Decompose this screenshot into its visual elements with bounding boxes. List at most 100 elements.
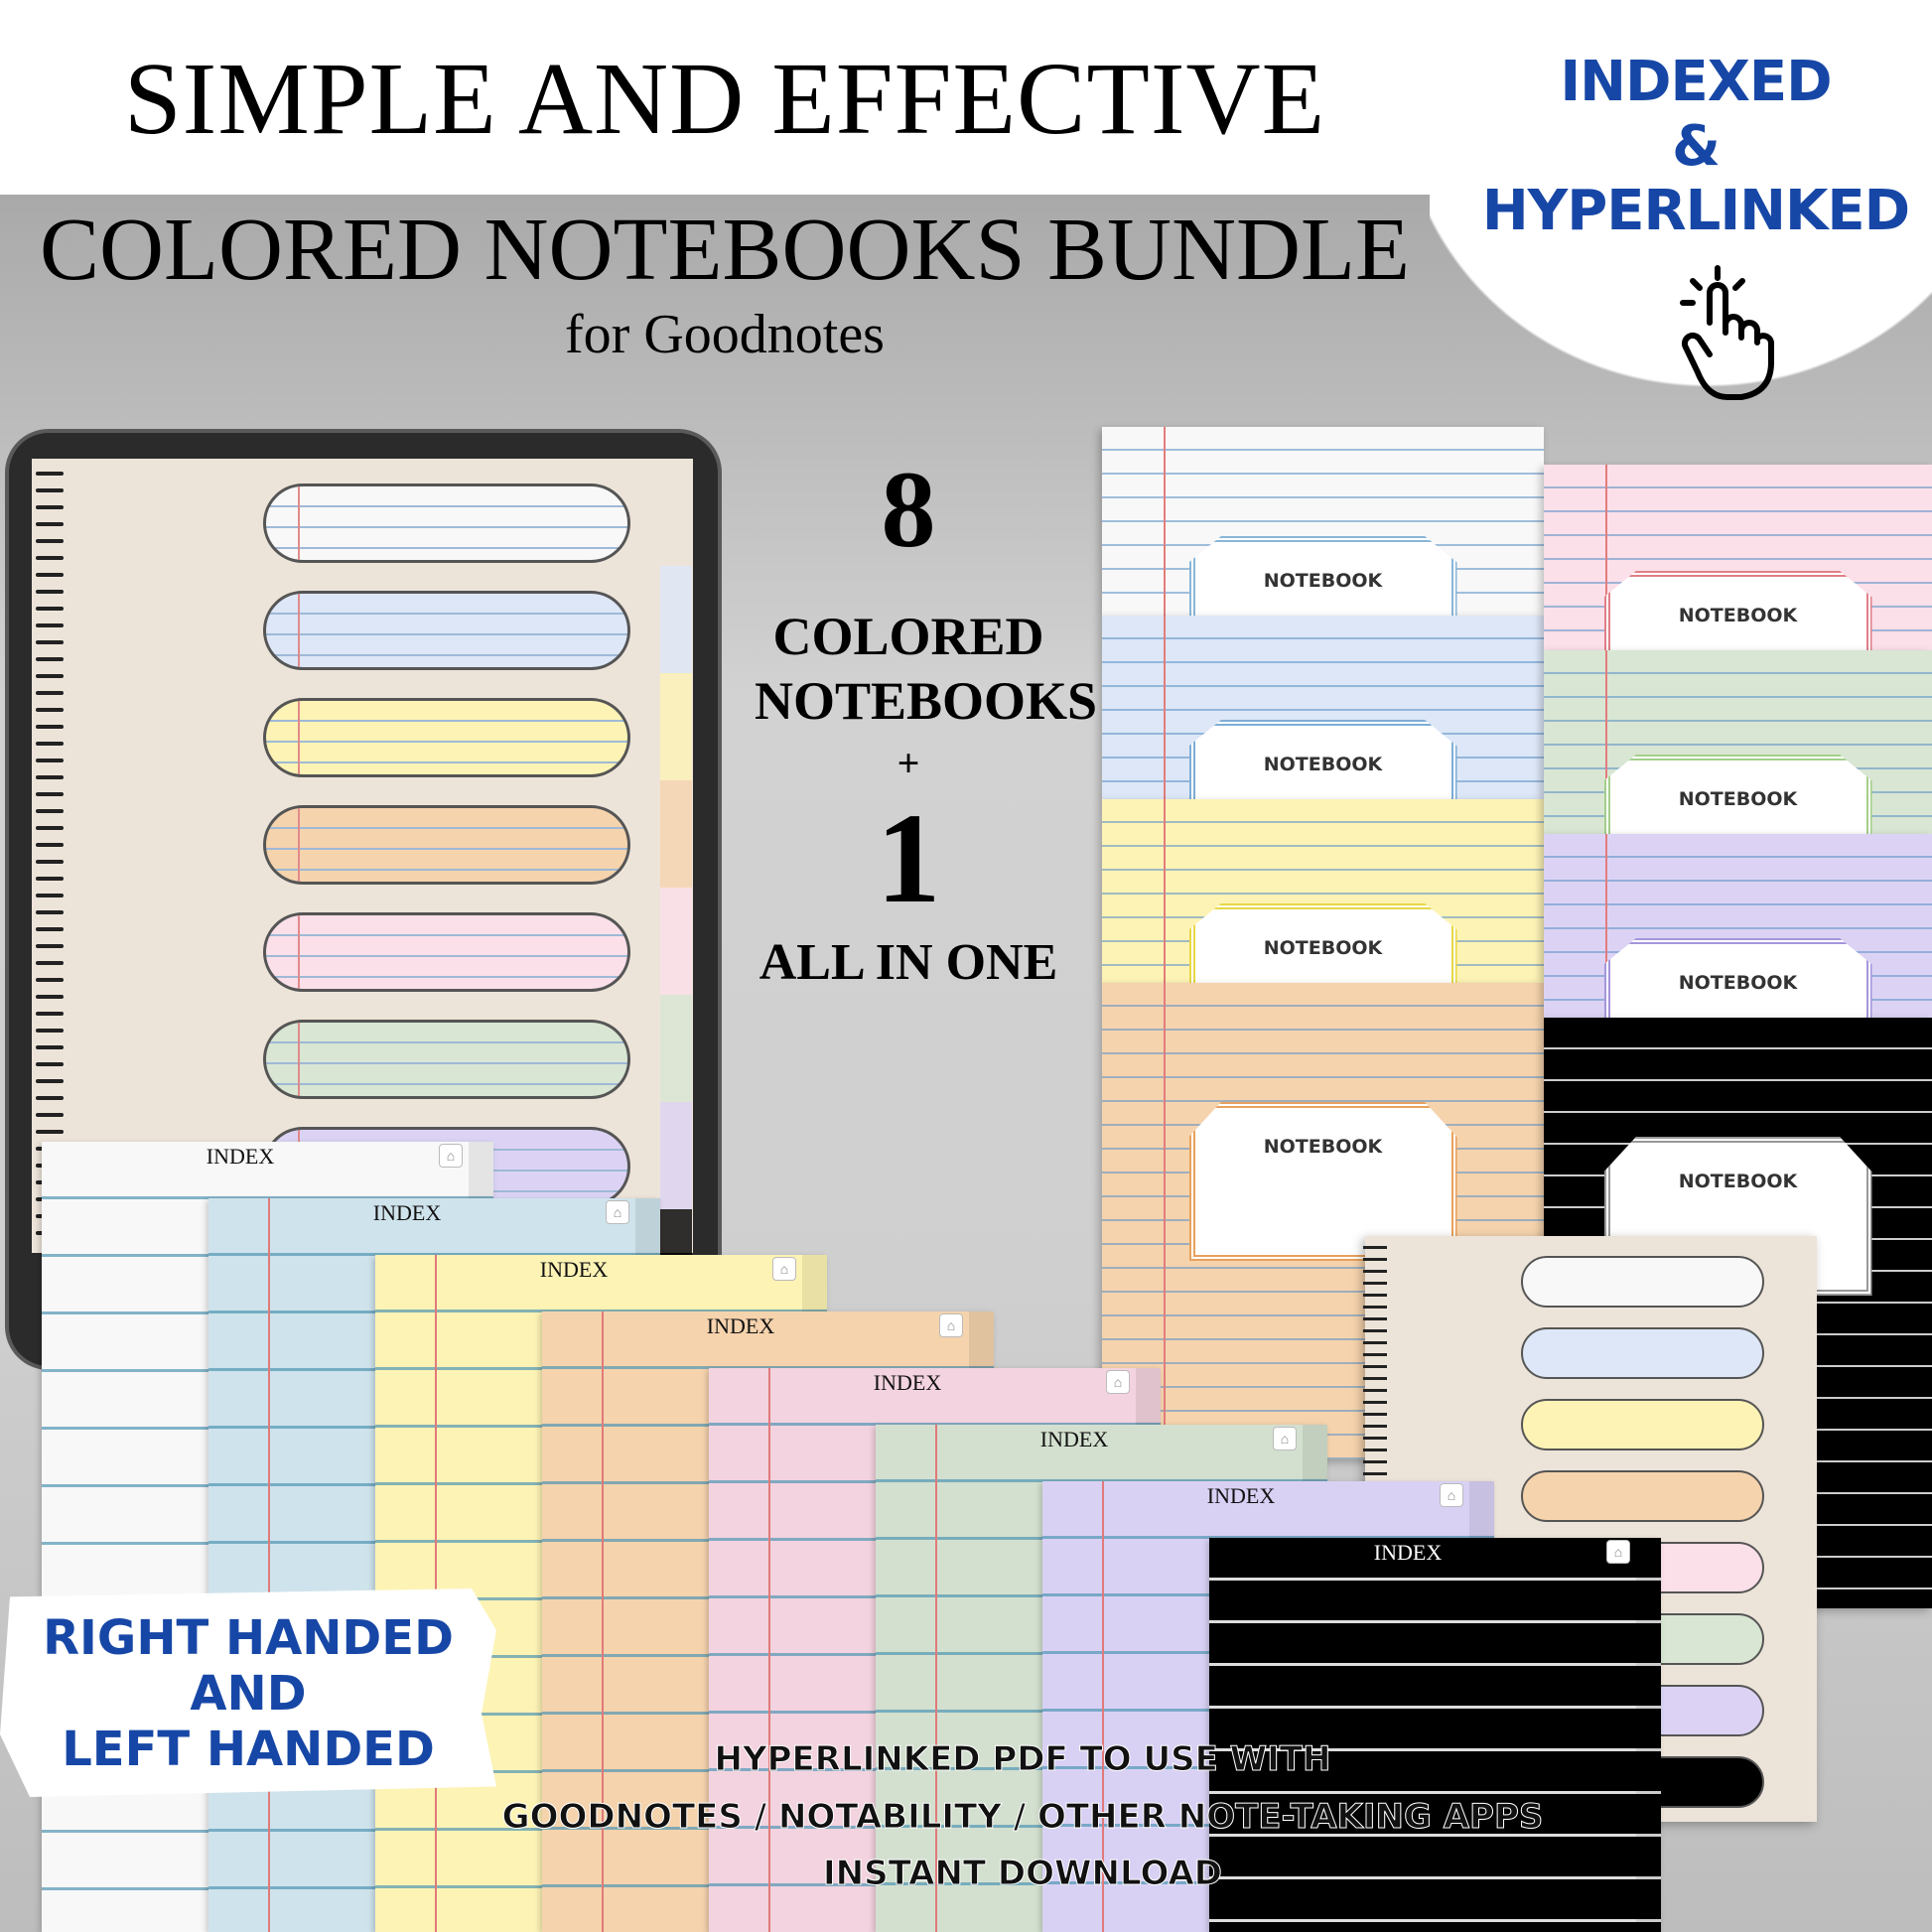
section-tab[interactable] [1521, 1327, 1764, 1379]
index-title: INDEX [1039, 1427, 1109, 1451]
spiral-ring-icon [36, 826, 64, 830]
spiral-ring-icon [1363, 1317, 1387, 1320]
section-tab[interactable] [263, 1020, 630, 1099]
home-icon[interactable]: ⌂ [939, 1313, 963, 1337]
spiral-ring-icon [36, 505, 64, 509]
side-tab[interactable] [660, 888, 692, 995]
side-tab[interactable] [660, 566, 692, 673]
spiral-ring-icon [1363, 1294, 1387, 1297]
notebook-label: NOTEBOOK [1603, 1137, 1872, 1296]
spiral-ring-icon [36, 809, 64, 813]
notebook-label: NOTEBOOK [1188, 1102, 1457, 1261]
spiral-ring-icon [1363, 1306, 1387, 1309]
spiral-ring-icon [36, 759, 64, 762]
spiral-ring-icon [36, 1096, 64, 1100]
spiral-ring-icon [36, 708, 64, 712]
spiral-ring-icon [36, 860, 64, 864]
spiral-ring-icon [36, 792, 64, 796]
margin-line [1102, 1481, 1104, 1932]
spiral-ring-icon [36, 742, 64, 746]
index-title: INDEX [206, 1144, 275, 1169]
section-tab[interactable] [1521, 1256, 1764, 1308]
spiral-ring-icon [36, 944, 64, 948]
spiral-ring-icon [36, 522, 64, 526]
section-tab[interactable] [263, 483, 630, 563]
badge-ampersand: & [1672, 114, 1721, 179]
section-tab[interactable] [263, 698, 630, 777]
index-title: INDEX [539, 1257, 609, 1282]
home-icon[interactable]: ⌂ [1273, 1427, 1297, 1450]
notebook-cover[interactable]: NOTEBOOK [1102, 427, 1544, 616]
index-title: INDEX [706, 1313, 775, 1338]
center-notebooks: NOTEBOOKS [755, 671, 1098, 731]
spiral-ring-icon [36, 1113, 64, 1117]
margin-line [268, 1198, 270, 1932]
home-icon[interactable]: ⌂ [1440, 1483, 1463, 1507]
notebook-label: NOTEBOOK [1188, 720, 1457, 799]
spiral-ring-icon [1363, 1425, 1387, 1428]
spiral-ring-icon [36, 894, 64, 897]
spiral-ring-icon [36, 657, 64, 661]
home-icon[interactable]: ⌂ [439, 1144, 463, 1168]
center-colored: COLORED [772, 607, 1044, 666]
spiral-ring-icon [1363, 1460, 1387, 1463]
notebook-cover[interactable]: NOTEBOOK [1102, 616, 1544, 799]
home-icon[interactable]: ⌂ [606, 1200, 629, 1224]
spiral-ring-icon [36, 877, 64, 881]
section-tab[interactable] [263, 591, 630, 670]
spiral-ring-icon [1363, 1353, 1387, 1356]
badge-indexed: INDEXED [1560, 50, 1832, 114]
count-one: 1 [876, 787, 941, 930]
index-page[interactable]: INDEX ⌂ [1209, 1538, 1661, 1932]
side-tab[interactable] [660, 673, 692, 780]
home-icon[interactable]: ⌂ [772, 1257, 796, 1281]
side-tab[interactable] [660, 995, 692, 1102]
section-tab[interactable] [1521, 1470, 1764, 1522]
spiral-ring-icon [36, 1045, 64, 1049]
margin-line [1164, 799, 1166, 983]
spiral-ring-icon [1363, 1472, 1387, 1475]
notebook-label: NOTEBOOK [1188, 903, 1457, 983]
badge-background [1430, 0, 1932, 389]
notebook-label: NOTEBOOK [1603, 571, 1872, 650]
index-title: INDEX [372, 1200, 442, 1225]
spiral-ring-icon [36, 978, 64, 982]
index-title: INDEX [1206, 1483, 1276, 1508]
notebook-cover[interactable]: NOTEBOOK [1102, 799, 1544, 983]
spiral-ring-icon [36, 1130, 64, 1134]
side-tab[interactable] [660, 780, 692, 888]
side-tab[interactable] [660, 1102, 692, 1209]
title-line-2: COLORED NOTEBOOKS BUNDLE [40, 201, 1410, 299]
index-title: INDEX [873, 1370, 942, 1395]
notebook-cover[interactable]: NOTEBOOK [1544, 650, 1932, 834]
spiral-ring-icon [1363, 1258, 1387, 1261]
spiral-ring-icon [1363, 1413, 1387, 1416]
margin-line [602, 1311, 604, 1932]
title-line-1: SIMPLE AND EFFECTIVE [123, 42, 1326, 156]
home-icon[interactable]: ⌂ [1106, 1370, 1130, 1394]
section-tab[interactable] [263, 912, 630, 992]
section-tab[interactable] [1521, 1399, 1764, 1450]
badge-hyperlinked: HYPERLINKED [1481, 179, 1910, 243]
footer-line-1: HYPERLINKED PDF TO USE WITH [714, 1739, 1331, 1780]
spiral-ring-icon [36, 573, 64, 577]
home-icon[interactable]: ⌂ [1606, 1540, 1630, 1564]
spiral-ring-icon [36, 488, 64, 492]
spiral-ring-icon [36, 1079, 64, 1083]
spiral-ring-icon [1363, 1401, 1387, 1404]
margin-line [1605, 834, 1607, 1018]
index-title: INDEX [1373, 1540, 1443, 1565]
notebook-cover[interactable]: NOTEBOOK [1544, 834, 1932, 1018]
handed-line-3: LEFT HANDED [62, 1722, 435, 1777]
center-plus: + [897, 741, 920, 785]
notebook-cover[interactable]: NOTEBOOK [1544, 465, 1932, 650]
spiral-ring-icon [36, 590, 64, 594]
section-tab[interactable] [263, 805, 630, 885]
index-side-tabs[interactable] [1636, 1538, 1661, 1932]
spiral-ring-icon [36, 607, 64, 611]
subtitle: for Goodnotes [565, 304, 885, 365]
footer-line-2: GOODNOTES / NOTABILITY / OTHER NOTE-TAKI… [501, 1797, 1544, 1838]
handed-line-1: RIGHT HANDED [43, 1610, 454, 1666]
count-eight: 8 [881, 449, 936, 570]
notebook-label: NOTEBOOK [1188, 536, 1457, 616]
